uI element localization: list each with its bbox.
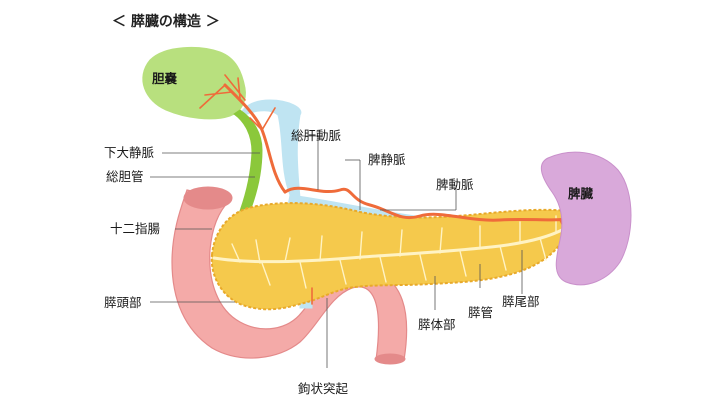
label-common-bile-duct: 総胆管 (106, 169, 144, 184)
gallbladder-shape (142, 47, 246, 120)
label-splenic-vein: 脾静脈 (368, 152, 406, 167)
diagram-title: ＜ 膵臓の構造 ＞ (112, 14, 220, 30)
duodenum-exit (374, 353, 406, 365)
label-spleen: 脾臓 (568, 186, 594, 201)
label-duodenum: 十二指腸 (110, 221, 161, 236)
label-pancreatic-body: 膵体部 (418, 317, 456, 332)
label-pancreatic-tail: 膵尾部 (502, 294, 540, 309)
duodenum-opening (183, 186, 233, 210)
label-splenic-artery: 脾動脈 (436, 177, 474, 192)
label-gallbladder: 胆嚢 (152, 71, 178, 86)
spleen-shape (540, 151, 632, 286)
label-inferior-vena-cava: 下大静脈 (104, 145, 155, 160)
portal-vein (239, 99, 302, 199)
label-uncinate-process: 鉤状突起 (298, 381, 349, 396)
label-pancreatic-head: 膵頭部 (104, 295, 142, 310)
splenic-artery (283, 186, 577, 222)
label-pancreatic-duct: 膵管 (468, 305, 494, 320)
hepatic-artery-branches (199, 74, 287, 194)
pancreatic-duct (212, 215, 574, 289)
label-common-hepatic-artery: 総肝動脈 (291, 128, 342, 143)
leader-lines (150, 135, 523, 368)
